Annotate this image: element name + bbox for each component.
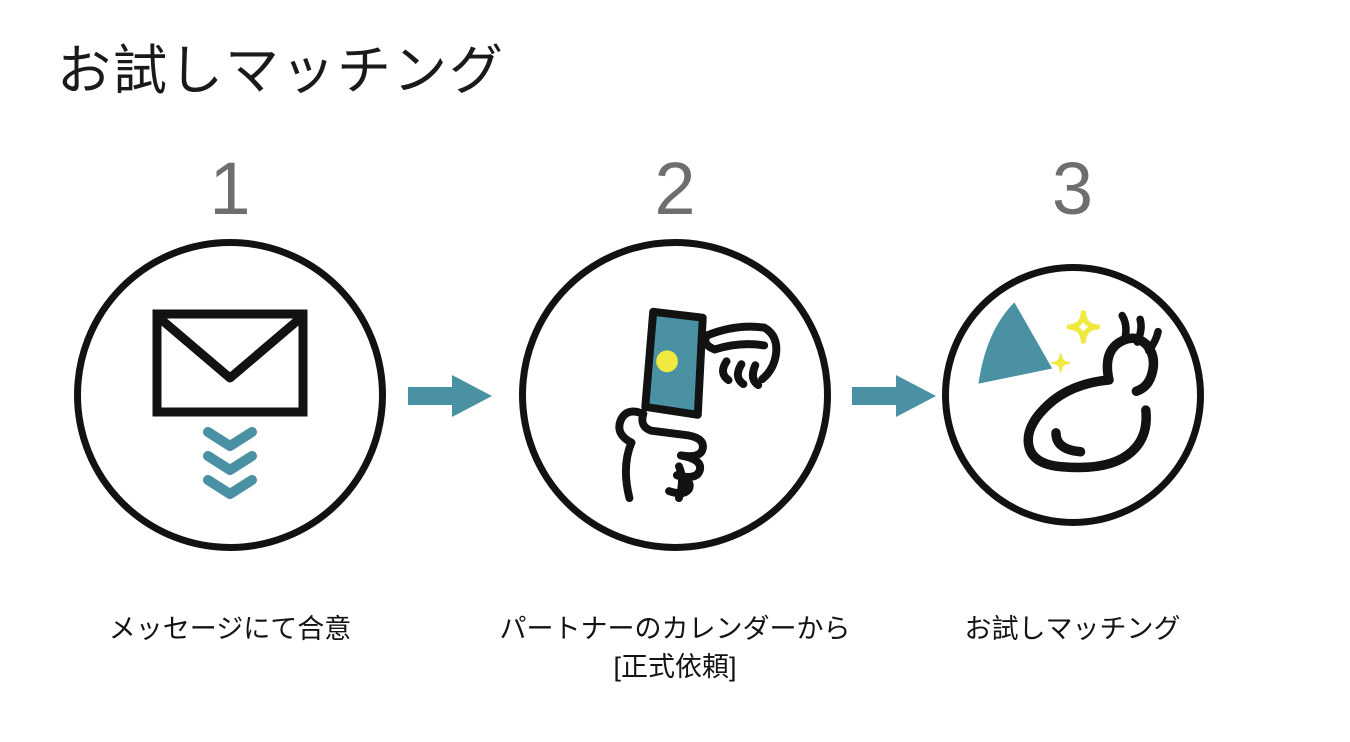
caption-line: メッセージにて合意 [108,614,352,645]
page-title: お試しマッチング [57,41,505,101]
caption-line: お試しマッチング [964,614,1181,645]
step-1-circle [74,239,386,552]
caption-line: パートナーのカレンダーから [499,614,851,645]
phone-body [641,308,707,420]
sparkles-icon [1050,310,1100,373]
arrow-step1-to-step2 [408,374,494,418]
step-3-caption: お試しマッチング [965,611,1181,649]
tapping-hand [701,323,781,390]
flexed-arm-sparkles-icon [977,302,1162,473]
step-3-number: 3 [1051,147,1094,230]
step-2-circle [519,239,831,552]
mail-envelope [152,309,308,417]
hand-phone-tap-icon [615,308,781,503]
step-1-caption: メッセージにて合意 [109,611,351,649]
holding-hand [615,407,707,503]
spotlight-wedge [977,302,1052,385]
step-2-caption: パートナーのカレンダーから [正式依頼] [500,611,851,687]
down-chevrons-icon [203,427,257,500]
right-arrow-icon [408,375,492,417]
step-3-circle [941,264,1204,527]
flexed-arm [1023,312,1162,473]
step-3: 3 お試しマッチング [900,148,1245,649]
right-arrow-icon [852,375,936,417]
step-1-number: 1 [209,147,251,230]
caption-line: [正式依頼] [613,652,737,683]
envelope-message-icon [152,309,308,500]
notification-dot [656,350,678,373]
step-1: 1 メッセージにて合意 [55,148,405,649]
step-2: 2 [500,147,851,687]
step-2-number: 2 [654,147,696,230]
arrow-step2-to-step3 [852,374,938,418]
